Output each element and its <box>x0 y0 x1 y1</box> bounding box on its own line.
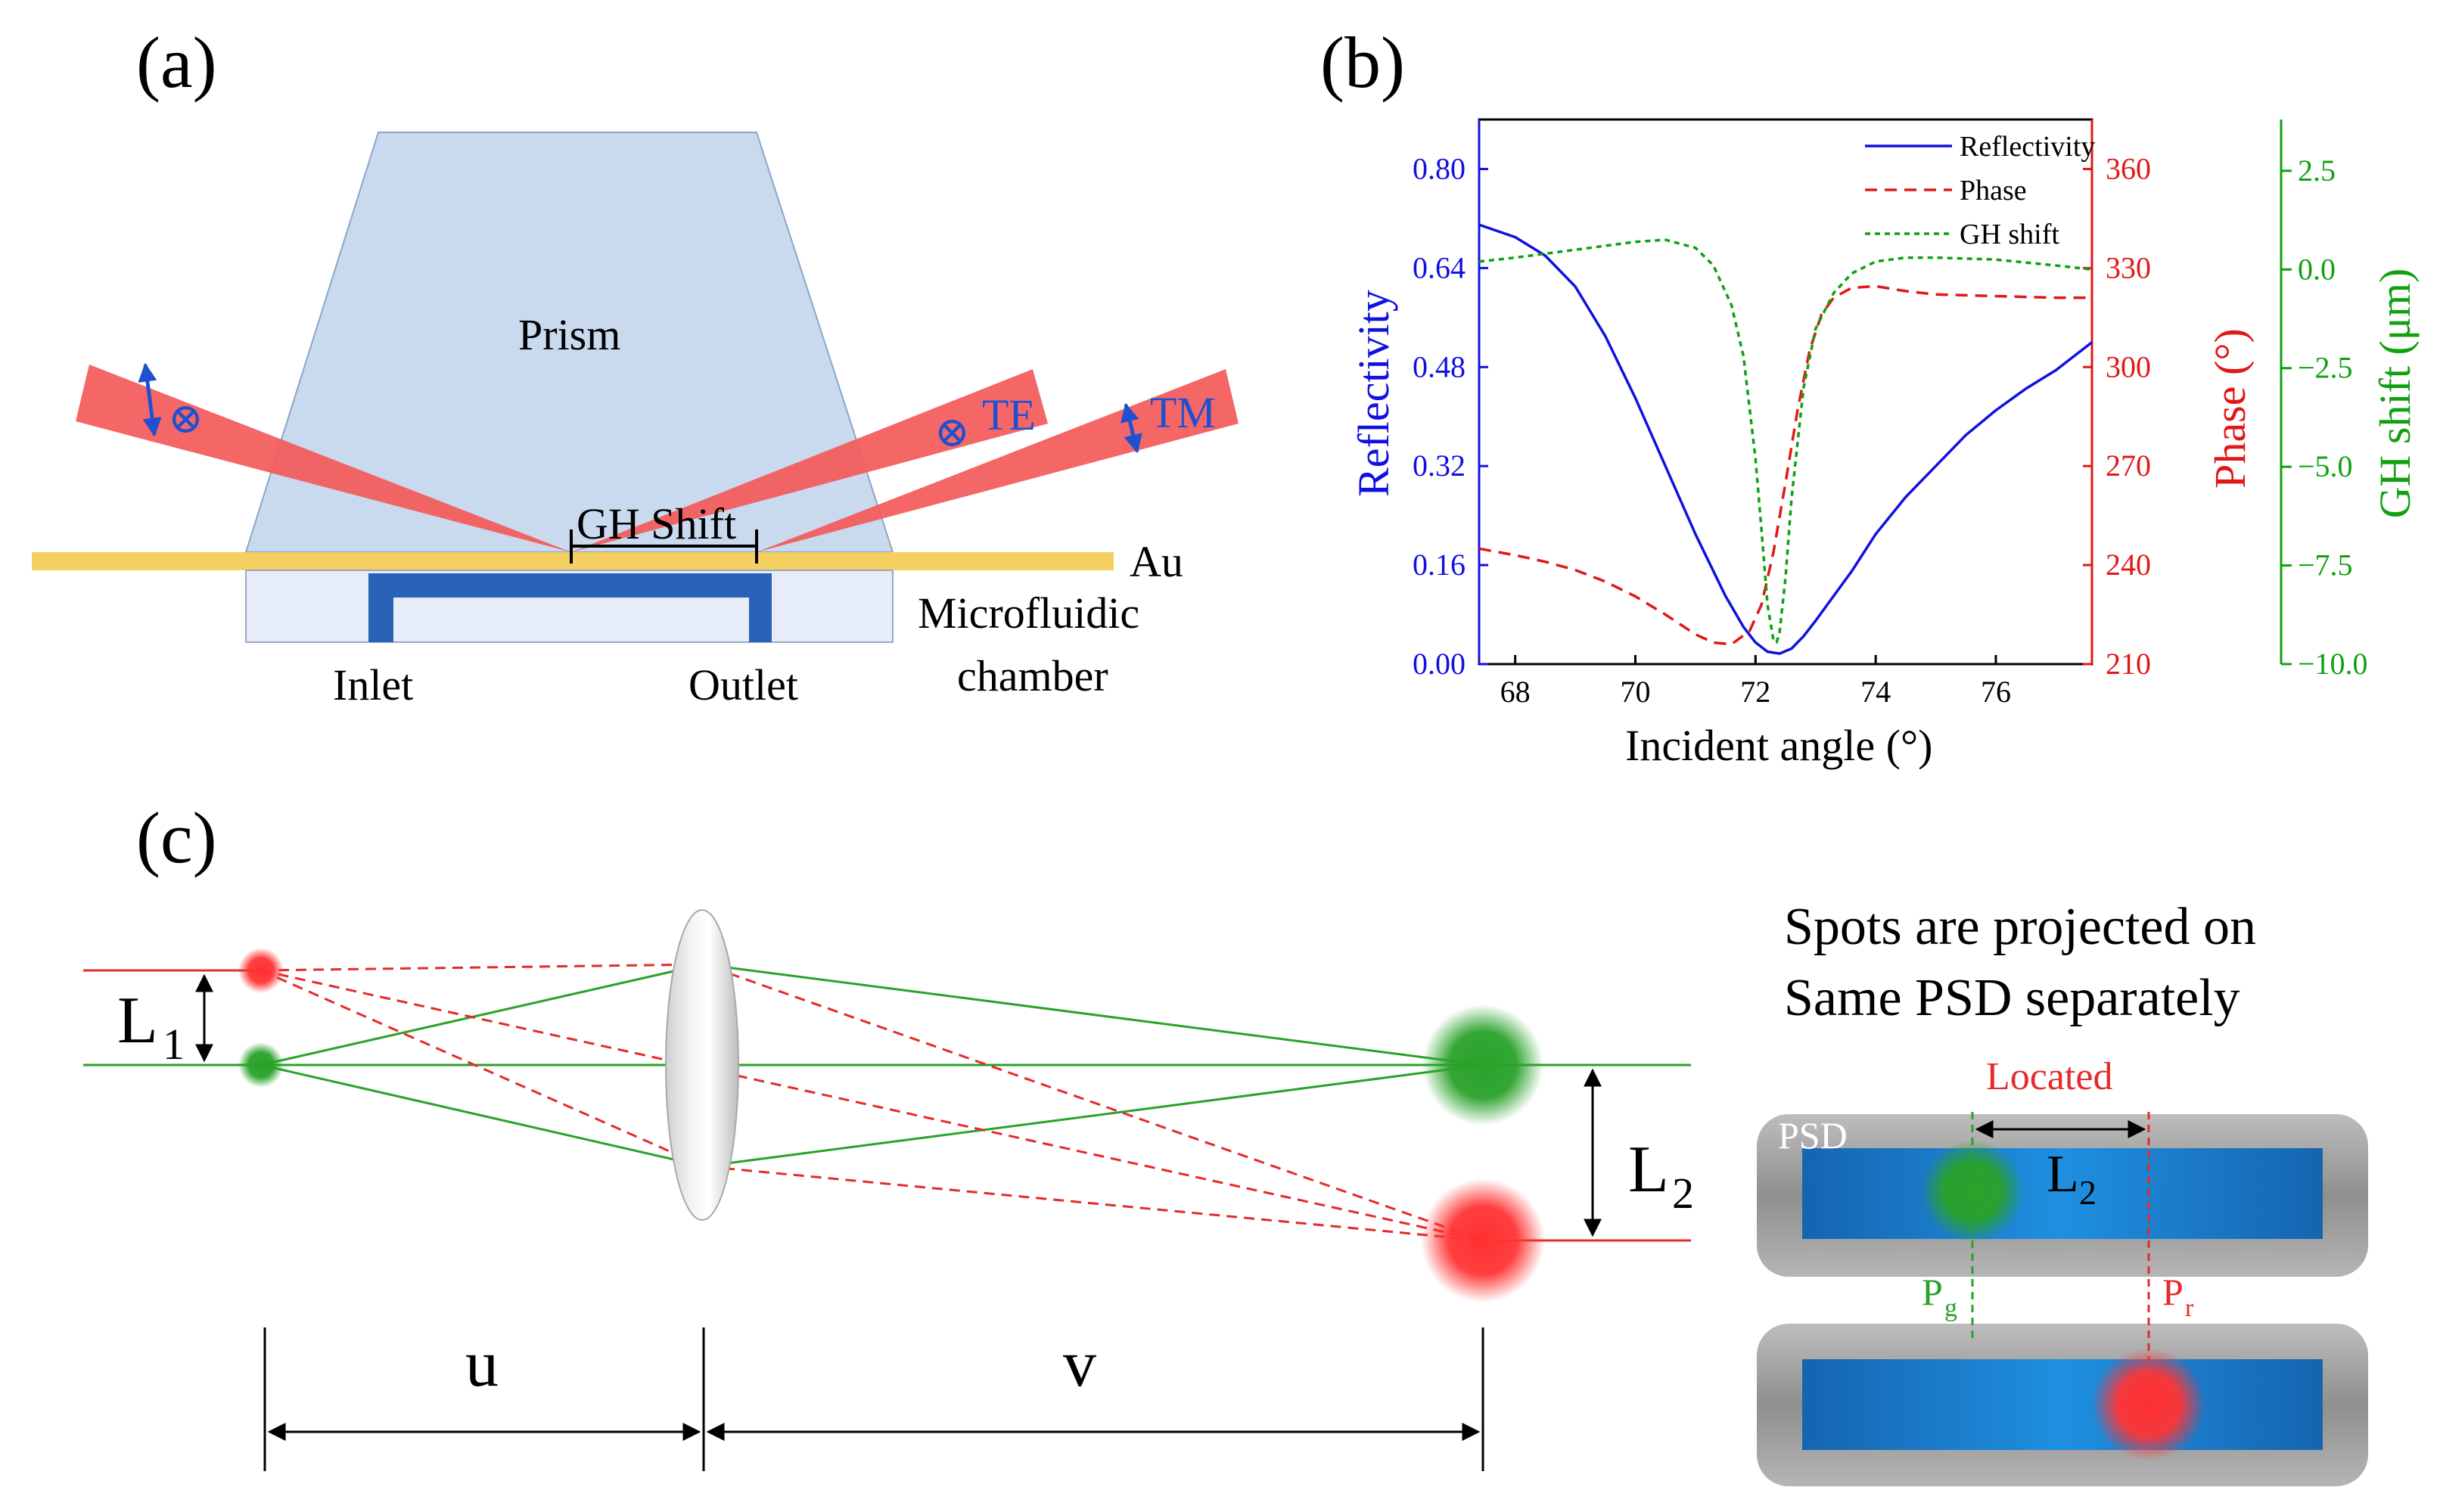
y-axis-title-phase: Phase (°) <box>2205 328 2255 489</box>
y-tick-label-phase: 360 <box>2106 151 2151 185</box>
psd-l2-subscript: 2 <box>2079 1173 2097 1212</box>
l2-subscript: 2 <box>1672 1169 1694 1218</box>
y-tick-label-reflectivity: 0.16 <box>1413 548 1466 582</box>
caption-line1: Spots are projected on <box>1784 898 2256 956</box>
pg-label: P <box>1922 1271 1943 1313</box>
axis-phase: 210 240 270 300 330 360 <box>2083 120 2151 681</box>
located-label: Located <box>1986 1055 2112 1098</box>
polarization-symbol-incident: ⊗ <box>168 396 204 442</box>
outlet-label: Outlet <box>688 660 798 709</box>
x-axis-title: Incident angle (°) <box>1625 721 1932 770</box>
y-tick-label-reflectivity: 0.48 <box>1413 349 1466 383</box>
panel-c: (c) L 1 L 2 u v Sp <box>83 797 2368 1486</box>
y-tick-label-gh-shift: −5.0 <box>2298 449 2353 483</box>
axis-incident-angle: 68 70 72 74 76 <box>1500 655 2011 709</box>
psd-green-spot <box>1921 1140 2024 1243</box>
polarization-symbol-te: ⊗ <box>934 409 970 456</box>
reflected-beam-tm <box>757 369 1239 552</box>
panel-label-a: (a) <box>136 22 217 103</box>
psd-label: PSD <box>1778 1114 1848 1157</box>
pr-subscript: r <box>2185 1294 2194 1322</box>
series-layer <box>1478 223 2093 655</box>
x-tick-label: 70 <box>1620 675 1650 709</box>
pg-subscript: g <box>1944 1294 1957 1322</box>
series-line-gh-shift <box>1478 238 2093 644</box>
series-line-reflectivity <box>1478 223 2093 655</box>
polarization-arrow-incident <box>138 362 162 437</box>
axis-gh-shift: −10.0 −7.5 −5.0 −2.5 0.0 2.5 <box>2280 120 2368 681</box>
y-tick-label-phase: 210 <box>2106 647 2151 681</box>
red-image-spot <box>1421 1178 1545 1302</box>
inlet-label: Inlet <box>333 660 413 709</box>
psd-detector-top <box>1802 1148 2323 1239</box>
l2-label: L <box>1628 1133 1669 1206</box>
red-object-spot <box>238 948 284 993</box>
y-tick-label-phase: 270 <box>2106 449 2151 483</box>
psd-detector-bottom <box>1802 1359 2323 1450</box>
psd-red-spot <box>2092 1348 2205 1461</box>
caption-line2: Same PSD separately <box>1784 969 2240 1027</box>
reflected-beam-te <box>571 369 1048 552</box>
green-object-spot <box>238 1042 284 1088</box>
y-tick-label-gh-shift: −2.5 <box>2298 351 2353 385</box>
microfluidic-label-line2: chamber <box>957 651 1108 700</box>
lens <box>665 909 739 1221</box>
y-axis-title-gh-shift: GH shift (μm) <box>2370 269 2420 519</box>
panel-label-c: (c) <box>136 797 217 878</box>
y-axis-title-reflectivity: Reflectivity <box>1349 290 1398 497</box>
y-tick-label-gh-shift: −10.0 <box>2298 647 2368 681</box>
y-tick-label-gh-shift: 2.5 <box>2298 154 2336 188</box>
v-label: v <box>1063 1327 1096 1401</box>
au-label: Au <box>1130 537 1183 586</box>
y-tick-label-reflectivity: 0.64 <box>1413 250 1466 284</box>
panel-b: (b) 0.00 0.16 0.32 0.48 0.64 0.80 210 240 270 30… <box>1320 22 2420 770</box>
series-line-phase <box>1478 284 2092 646</box>
panel-label-b: (b) <box>1320 22 1405 103</box>
y-tick-label-reflectivity: 0.32 <box>1413 449 1466 483</box>
x-tick-label: 68 <box>1500 675 1531 709</box>
legend-label: GH shift <box>1960 219 2059 250</box>
x-tick-label: 72 <box>1740 675 1770 709</box>
fluid-channel <box>368 573 772 642</box>
y-tick-label-gh-shift: −7.5 <box>2298 548 2353 582</box>
axis-reflectivity: 0.00 0.16 0.32 0.48 0.64 0.80 <box>1413 120 1488 681</box>
pr-label: P <box>2162 1271 2184 1313</box>
y-tick-label-reflectivity: 0.80 <box>1413 151 1466 185</box>
x-tick-label: 74 <box>1860 675 1891 709</box>
panel-a: (a) Prism ⊗ ⊗ TE TM Au GH Shift Inlet Ou… <box>32 22 1239 709</box>
tm-label: TM <box>1150 388 1216 437</box>
te-label: TE <box>982 390 1036 439</box>
legend-label: Reflectivity <box>1960 131 2095 163</box>
l1-label: L <box>117 984 158 1057</box>
l1-subscript: 1 <box>163 1020 185 1069</box>
green-ray-lower <box>260 1063 1484 1168</box>
x-tick-label: 76 <box>1981 675 2011 709</box>
y-tick-label-phase: 330 <box>2106 250 2151 284</box>
green-ray-upper <box>260 963 1484 1066</box>
psd-l2-label: L <box>2047 1145 2079 1203</box>
legend-label: Phase <box>1960 175 2027 206</box>
polarization-arrow-tm <box>1121 402 1142 454</box>
gh-shift-label: GH Shift <box>577 499 736 548</box>
y-tick-label-phase: 240 <box>2106 548 2151 582</box>
u-label: u <box>465 1327 499 1401</box>
green-image-spot <box>1422 1004 1543 1125</box>
y-tick-label-gh-shift: 0.0 <box>2298 252 2336 286</box>
y-tick-label-phase: 300 <box>2106 349 2151 383</box>
incident-beam <box>76 365 571 552</box>
y-tick-label-reflectivity: 0.00 <box>1413 647 1466 681</box>
red-ray-lower <box>260 969 1484 1242</box>
microfluidic-label-line1: Microfluidic <box>918 588 1139 638</box>
red-ray-center <box>260 969 1484 1242</box>
prism-label: Prism <box>518 310 620 359</box>
